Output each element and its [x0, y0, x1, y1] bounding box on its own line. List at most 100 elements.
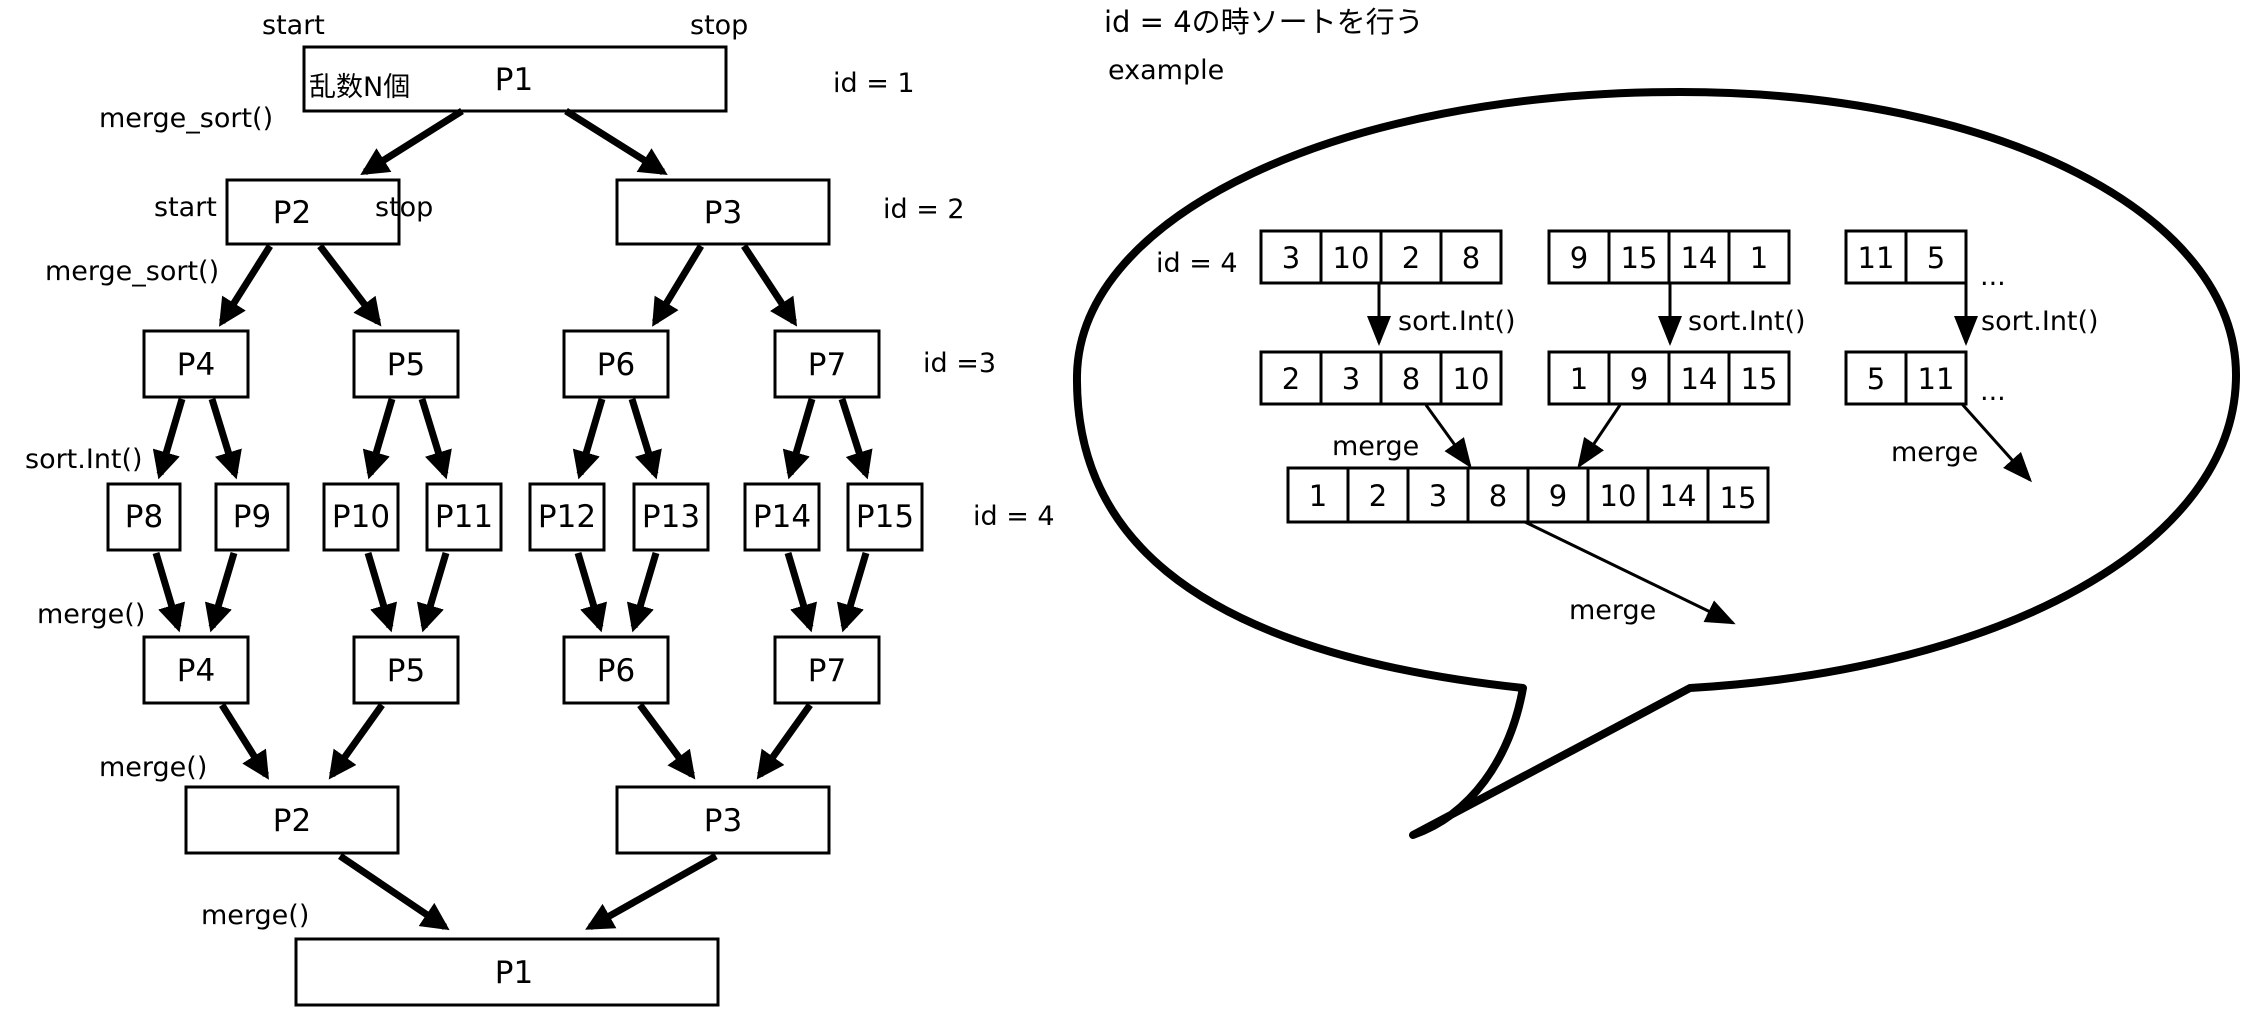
group-1: 3 10 2 8 sort.Int() 2 3 8 10 — [1259, 229, 1516, 406]
node-p2: P2 — [225, 178, 401, 246]
id-label-1: id = 2 — [883, 194, 965, 225]
array-cell — [1586, 466, 1650, 524]
array-cell — [1547, 229, 1611, 285]
node-box — [214, 482, 290, 552]
node-label: P3 — [704, 803, 742, 839]
node-p8: P8 — [106, 482, 182, 552]
p2-stop-label: stop — [375, 192, 433, 223]
speech-bubble — [1072, 88, 2240, 839]
merge-arrow — [1577, 404, 1622, 469]
array-cell — [1439, 350, 1503, 406]
node-p12: P12 — [528, 482, 606, 552]
arrow — [572, 398, 606, 480]
cell-value: 3 — [1282, 241, 1300, 275]
arrow — [585, 852, 718, 931]
node-box — [562, 635, 670, 705]
arrow — [152, 552, 186, 633]
array-cell — [1526, 466, 1590, 524]
id-label-3: id = 4 — [973, 501, 1055, 532]
node-p15: P15 — [846, 482, 924, 552]
arrow — [364, 552, 398, 633]
group-1-sort-label: sort.Int() — [1398, 306, 1516, 337]
node-p4-merged: P4 — [142, 635, 250, 705]
node-box — [184, 785, 400, 855]
node-label: P11 — [435, 499, 493, 535]
array-cell — [1406, 466, 1470, 524]
group-3-input: 11 5 — [1844, 229, 1968, 285]
arrow — [564, 108, 668, 175]
example-heading: id = 4の時ソートを行う — [1104, 5, 1424, 39]
array-cell — [1904, 350, 1968, 406]
arrow — [219, 244, 273, 327]
cell-value: 2 — [1369, 479, 1387, 513]
arrow — [741, 244, 798, 327]
node-p3: P3 — [615, 178, 831, 246]
op-label-merge-sort-1: merge_sort() — [99, 103, 273, 134]
arrow — [328, 702, 385, 780]
node-p7: P7 — [773, 329, 881, 399]
cell-value: 1 — [1309, 479, 1327, 513]
arrow — [219, 703, 269, 780]
node-label: P6 — [597, 653, 635, 689]
group-1-sorted: 2 3 8 10 — [1259, 350, 1503, 406]
cell-value: 2 — [1282, 362, 1300, 396]
group-2-input: 9 15 14 1 — [1547, 229, 1791, 285]
cell-value: 15 — [1720, 481, 1757, 515]
cell-value: 9 — [1570, 241, 1588, 275]
group-3-sorted-ellipsis: ... — [1980, 376, 2006, 407]
node-box — [352, 635, 460, 705]
group-3: 11 5 ... sort.Int() 5 11 ... — [1844, 229, 2099, 407]
node-p2-merged: P2 — [184, 785, 400, 855]
cell-value: 14 — [1681, 362, 1718, 396]
node-label: P14 — [753, 499, 811, 535]
op-label-merge-2: merge() — [99, 752, 207, 783]
node-label: P4 — [177, 347, 215, 383]
cell-value: 5 — [1927, 241, 1945, 275]
speech-bubble-shape — [1072, 88, 2240, 839]
merge-label-2: merge — [1891, 437, 1978, 468]
p2-start-label: start — [154, 192, 217, 223]
group-3-sorted: 5 11 — [1844, 350, 1968, 406]
arrow — [574, 552, 608, 633]
merge-label-1: merge — [1332, 431, 1419, 462]
array-cell — [1466, 466, 1530, 524]
node-label: P13 — [642, 499, 700, 535]
arrow — [756, 702, 813, 780]
id-label-2: id =3 — [923, 348, 996, 379]
merge-arrow — [1960, 402, 2033, 483]
node-p3-merged: P3 — [615, 785, 831, 855]
arrow — [362, 398, 396, 480]
node-p10: P10 — [322, 482, 400, 552]
cell-value: 14 — [1660, 479, 1697, 513]
node-p11: P11 — [425, 482, 503, 552]
cell-value: 9 — [1549, 479, 1567, 513]
node-box — [773, 635, 881, 705]
merge-arrow — [1524, 520, 1736, 625]
array-cell — [1667, 229, 1731, 285]
node-box — [425, 482, 503, 552]
root-start-label: start — [262, 10, 325, 41]
cell-value: 9 — [1630, 362, 1648, 396]
node-p9: P9 — [214, 482, 290, 552]
node-label: P2 — [273, 803, 311, 839]
array-cell — [1667, 350, 1731, 406]
arrow — [208, 397, 242, 480]
cell-value: 10 — [1333, 241, 1370, 275]
array-cell — [1844, 229, 1908, 285]
example-id-label: id = 4 — [1156, 248, 1238, 279]
group-2-sorted: 1 9 14 15 — [1547, 350, 1791, 406]
cell-value: 5 — [1867, 362, 1885, 396]
group-3-input-ellipsis: ... — [1980, 261, 2006, 292]
node-box — [846, 482, 924, 552]
id-label-0: id = 1 — [833, 68, 915, 99]
node-label: P5 — [387, 653, 425, 689]
example-subheading: example — [1108, 55, 1224, 86]
node-box — [106, 482, 182, 552]
node-box — [562, 329, 670, 399]
cell-value: 3 — [1429, 479, 1447, 513]
merged-array: 1 2 3 8 9 10 14 15 — [1286, 466, 1770, 524]
node-box — [302, 45, 728, 113]
node-box — [743, 482, 821, 552]
cell-value: 8 — [1462, 241, 1480, 275]
node-p6-merged: P6 — [562, 635, 670, 705]
